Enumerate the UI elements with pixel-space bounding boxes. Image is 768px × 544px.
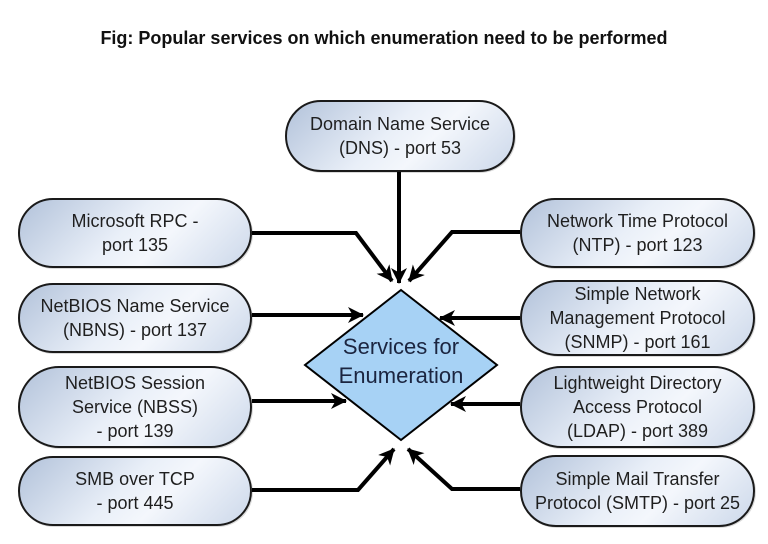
edge-smb-to-center (252, 447, 396, 492)
node-smtp-label: Simple Mail Transfer Protocol (SMTP) - p… (534, 468, 741, 513)
figure-caption: Fig: Popular services on which enumerati… (100, 28, 668, 48)
node-snmp: Simple Network Management Protocol (SNMP… (520, 280, 755, 356)
edge-smtp-to-center (406, 447, 520, 491)
node-nbns-label: NetBIOS Name Service (NBNS) - port 137 (40, 295, 230, 340)
node-smtp: Simple Mail Transfer Protocol (SMTP) - p… (520, 455, 755, 527)
node-nbss: NetBIOS Session Service (NBSS) - port 13… (18, 366, 252, 448)
node-ldap: Lightweight Directory Access Protocol (L… (520, 366, 755, 448)
node-rpc: Microsoft RPC - port 135 (18, 198, 252, 268)
node-smb-label: SMB over TCP - port 445 (75, 468, 195, 513)
node-ldap-label: Lightweight Directory Access Protocol (L… (553, 372, 722, 442)
node-nbss-label: NetBIOS Session Service (NBSS) - port 13… (64, 372, 206, 442)
node-smb: SMB over TCP - port 445 (18, 456, 252, 526)
node-dns-label: Domain Name Service (DNS) - port 53 (309, 113, 491, 158)
node-ntp-label: Network Time Protocol (NTP) - port 123 (546, 210, 729, 255)
node-nbns: NetBIOS Name Service (NBNS) - port 137 (18, 283, 252, 353)
node-rpc-label: Microsoft RPC - port 135 (71, 210, 199, 255)
edge-rpc-to-center (252, 231, 394, 283)
center-node-label: Services for Enumeration (338, 334, 464, 389)
diamond-shape (303, 288, 499, 442)
node-dns: Domain Name Service (DNS) - port 53 (285, 100, 515, 172)
node-snmp-label: Simple Network Management Protocol (SNMP… (549, 283, 726, 353)
edge-ntp-to-center (407, 230, 520, 283)
node-ntp: Network Time Protocol (NTP) - port 123 (520, 198, 755, 268)
